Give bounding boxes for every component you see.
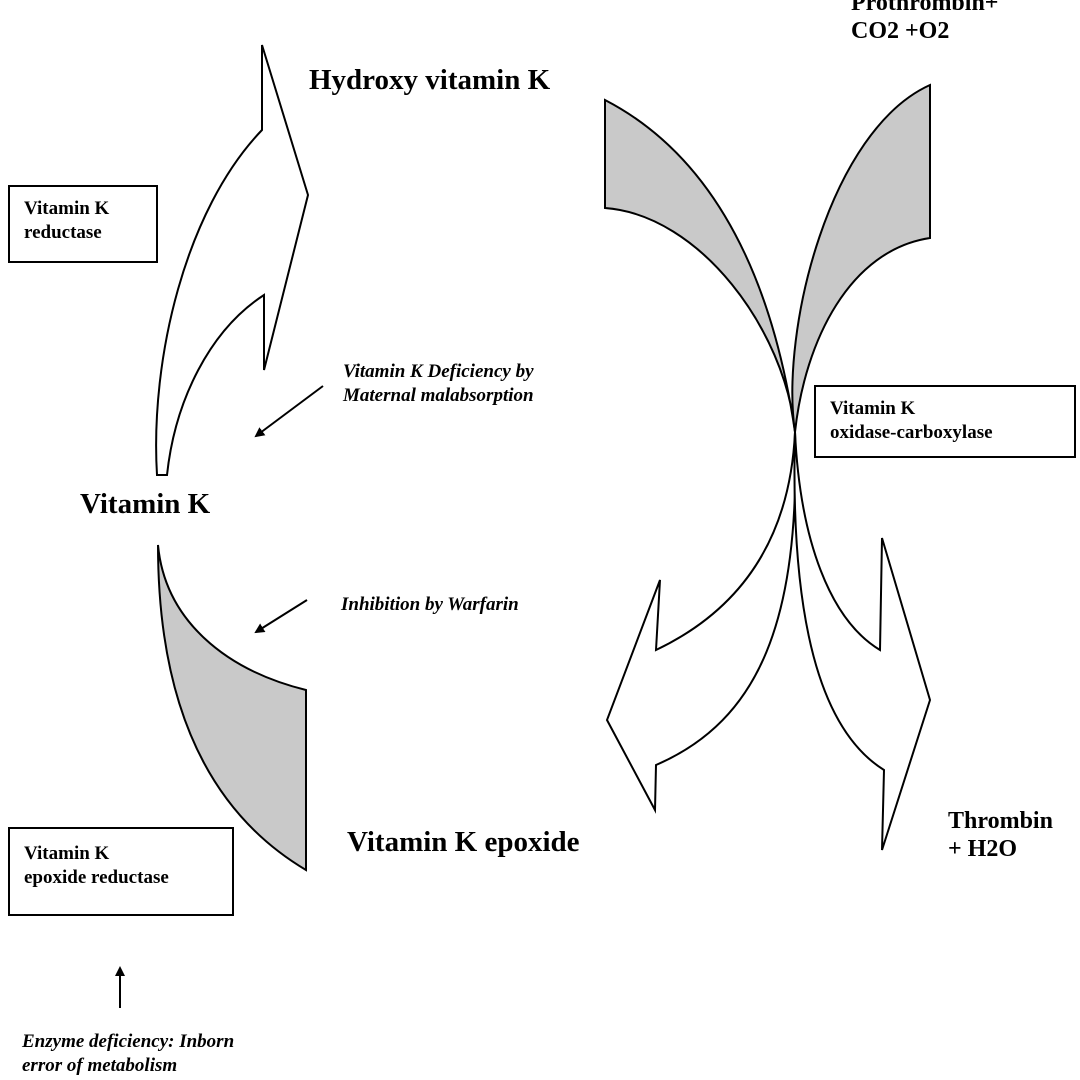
epoxide-reductase-arrow xyxy=(157,544,307,872)
prothrombin-input-arrow xyxy=(791,83,931,433)
deficiency-line-1: Vitamin K Deficiency by xyxy=(343,361,534,382)
epoxide-reductase-line-1: Vitamin K xyxy=(24,843,110,864)
vitamin-k-reductase-box: Vitamin K reductase xyxy=(8,185,158,263)
enzyme-deficiency-annotation: Enzyme deficiency: Inborn error of metab… xyxy=(22,1030,234,1078)
enzyme-deficiency-line-2: error of metabolism xyxy=(22,1054,178,1076)
deficiency-line-2: Maternal malabsorption xyxy=(343,384,534,406)
vitamin-k-epoxide-output-arrow xyxy=(605,431,797,814)
products-label: Thrombin + H2O xyxy=(948,808,1053,863)
vitamin-k-oxidase-carboxylase-box: Vitamin K oxidase-carboxylase xyxy=(814,385,1076,458)
substrates-line-2: CO2 +O2 xyxy=(851,17,950,44)
deficiency-pointer-arrow xyxy=(254,385,324,438)
hydroxy-vitamin-k-label: Hydroxy vitamin K xyxy=(309,64,551,96)
vitamin-k-epoxide-reductase-box: Vitamin K epoxide reductase xyxy=(8,827,234,916)
products-line-1: Thrombin xyxy=(948,808,1053,834)
vitamin-k-epoxide-label: Vitamin K epoxide xyxy=(347,826,580,858)
products-line-2: + H2O xyxy=(948,835,1018,862)
vitamin-k-label: Vitamin K xyxy=(80,488,211,520)
reductase-arrow xyxy=(155,44,310,476)
warfarin-annotation: Inhibition by Warfarin xyxy=(341,594,519,615)
thrombin-output-arrow xyxy=(793,431,932,851)
enzyme-deficiency-line-1: Enzyme deficiency: Inborn xyxy=(22,1031,235,1052)
substrates-label: Prothrombin+ CO2 +O2 xyxy=(851,0,998,45)
substrates-line-1: Prothrombin+ xyxy=(851,0,999,16)
warfarin-pointer-arrow xyxy=(254,599,308,634)
oxidase-carboxylase-line-2: oxidase-carboxylase xyxy=(830,421,993,443)
hydroxy-vitamin-k-input-arrow xyxy=(604,98,796,433)
epoxide-reductase-line-2: epoxide reductase xyxy=(24,866,169,888)
deficiency-annotation: Vitamin K Deficiency by Maternal malabso… xyxy=(343,360,534,408)
reductase-line-1: Vitamin K xyxy=(24,198,110,219)
reductase-line-2: reductase xyxy=(24,221,102,243)
oxidase-carboxylase-line-1: Vitamin K xyxy=(830,398,916,419)
